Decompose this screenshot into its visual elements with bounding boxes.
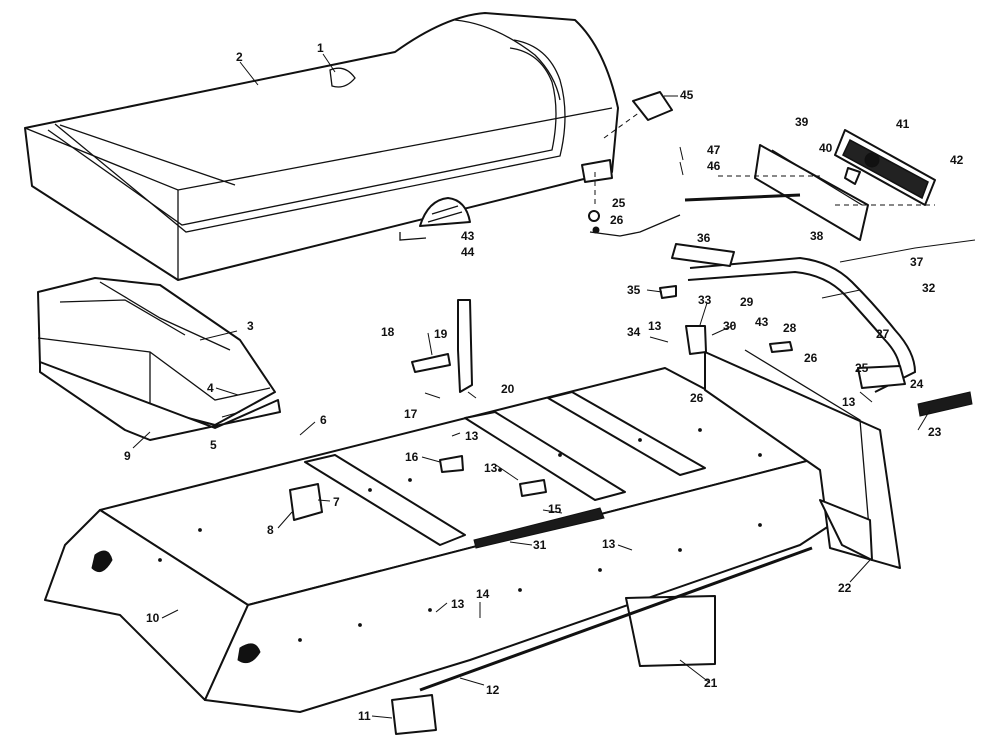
callout-11: 11 [358,709,371,723]
callout-13-a: 13 [465,429,479,443]
callout-6: 6 [320,413,327,427]
callout-labels: 1 2 3 4 5 6 7 8 9 10 11 12 13 13 13 13 1… [124,41,964,723]
callout-31: 31 [533,538,547,552]
rivet-dots [158,428,762,642]
callout-5: 5 [210,438,217,452]
callout-30: 30 [723,319,737,333]
tool-tray [37,277,276,426]
callout-14: 14 [476,587,490,601]
small-parts [289,91,973,735]
callout-39: 39 [795,115,809,129]
callout-20: 20 [501,382,515,396]
callout-25-a: 25 [612,196,626,210]
leader-lines [132,53,976,719]
callout-19: 19 [434,327,448,341]
callout-47: 47 [707,143,721,157]
callout-38: 38 [810,229,824,243]
callout-44: 44 [461,245,475,259]
taillight-assembly [589,129,936,267]
callout-8: 8 [267,523,274,537]
callout-41: 41 [896,117,910,131]
callout-43-a: 43 [461,229,475,243]
callout-4: 4 [207,381,214,395]
seat-hinge-bracket [399,197,471,241]
callout-32: 32 [922,281,936,295]
callout-29: 29 [740,295,754,309]
callout-13-b: 13 [484,461,498,475]
tray-base-plate [39,361,281,441]
callout-12: 12 [486,683,500,697]
callout-13-c: 13 [602,537,616,551]
callout-3: 3 [247,319,254,333]
callout-1: 1 [317,41,324,55]
callout-28: 28 [783,321,797,335]
callout-37: 37 [910,255,924,269]
body-ribs [304,391,706,546]
callout-26-b: 26 [804,351,818,365]
callout-27: 27 [876,327,890,341]
callout-9: 9 [124,449,131,463]
seat-cushion [24,12,619,281]
callout-33: 33 [698,293,712,307]
callout-13-e: 13 [648,319,662,333]
callout-36: 36 [697,231,711,245]
callout-10: 10 [146,611,160,625]
callout-16: 16 [405,450,419,464]
callout-22: 22 [838,581,852,595]
callout-23: 23 [928,425,942,439]
callout-42: 42 [950,153,964,167]
callout-26-a: 26 [610,213,624,227]
callout-40: 40 [819,141,833,155]
callout-24: 24 [910,377,924,391]
callout-7: 7 [333,495,340,509]
callout-21: 21 [704,676,718,690]
callout-35: 35 [627,283,641,297]
callout-26-c: 26 [690,391,704,405]
callout-15: 15 [548,502,562,516]
callout-13-d: 13 [451,597,465,611]
callout-34: 34 [627,325,641,339]
callout-25-b: 25 [855,361,869,375]
callout-13-f: 13 [842,395,856,409]
callout-45: 45 [680,88,694,102]
rear-panel [704,349,901,569]
callout-2: 2 [236,50,243,64]
callout-18: 18 [381,325,395,339]
rear-bumper [687,256,917,393]
callout-43-b: 43 [755,315,769,329]
callout-17: 17 [404,407,418,421]
callout-46: 46 [707,159,721,173]
